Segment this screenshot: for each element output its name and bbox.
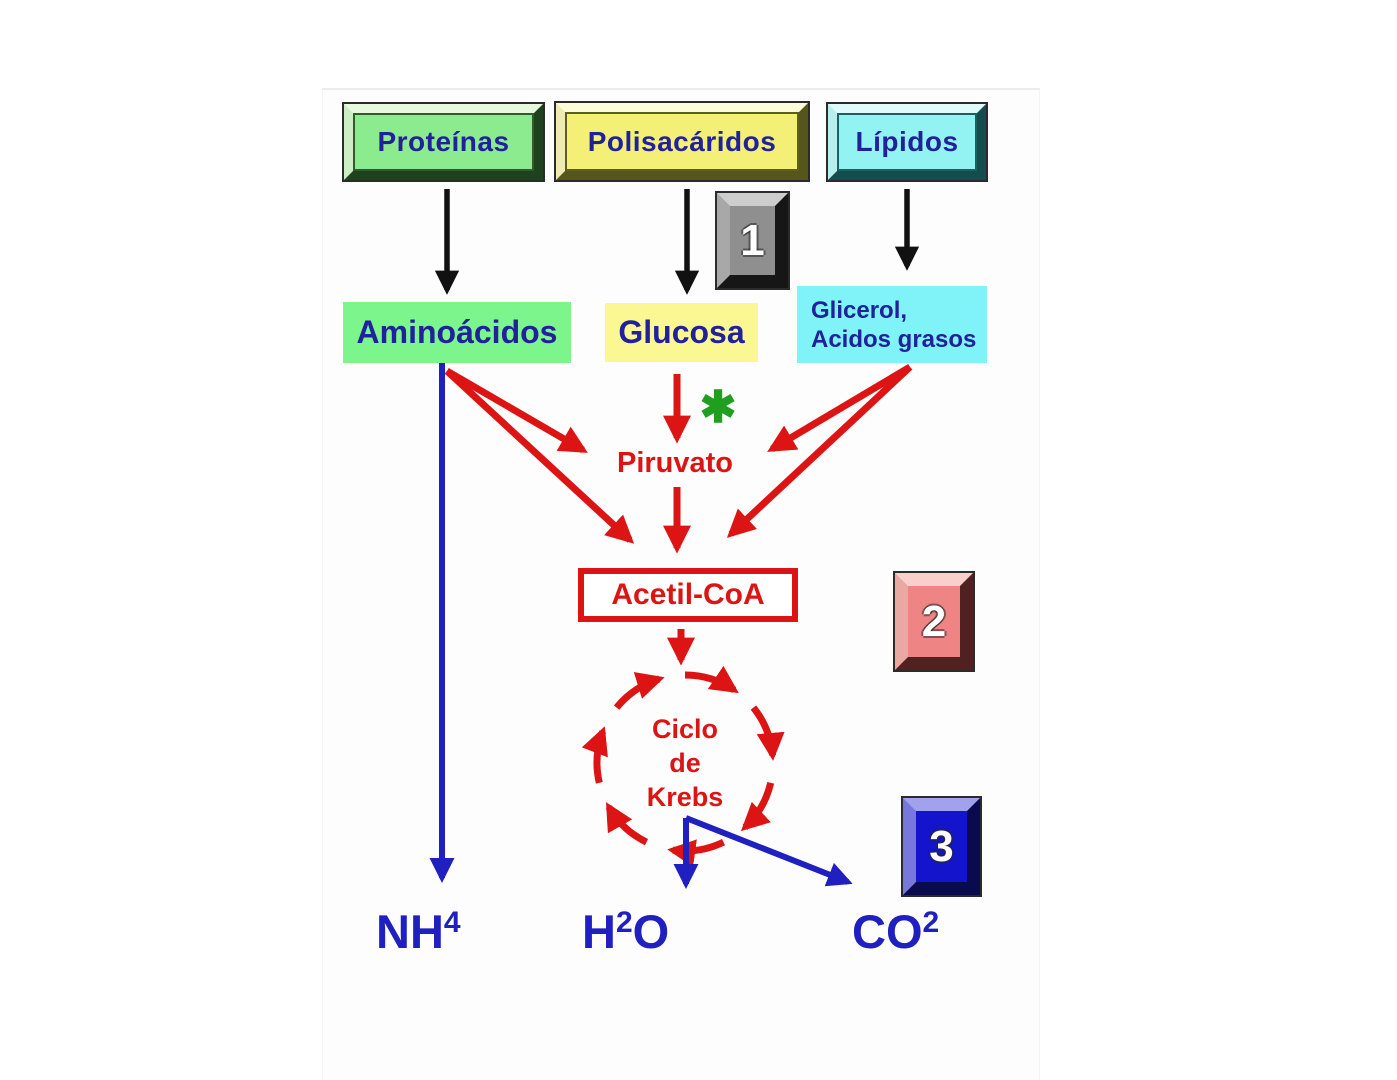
- krebs-arc-2: [750, 705, 785, 761]
- box-polisacaridos: Polisacáridos: [554, 101, 810, 182]
- arrow-aminoacidos-to-piruvato: [445, 367, 588, 454]
- krebs-line2: de: [669, 748, 701, 778]
- arrow-krebs-to-co2: [684, 815, 853, 887]
- arrow-aminoacidos-to-acetilcoa: [444, 368, 635, 544]
- step-3-plaque: 3: [901, 796, 982, 897]
- h2o-o: O: [632, 905, 670, 958]
- step-2-plaque: 2: [893, 571, 975, 672]
- krebs-line1: Ciclo: [651, 714, 718, 744]
- krebs-arc-5: [605, 802, 649, 846]
- step-1-plaque: 1: [715, 191, 790, 290]
- glicerol-line1: Glicerol,: [811, 296, 908, 324]
- box-glicerol-acidos-grasos: Glicerol, Acidos grasos: [797, 286, 987, 363]
- step-3-number: 3: [929, 821, 954, 871]
- krebs-arc-3: [740, 781, 775, 832]
- box-aminoacidos: Aminoácidos: [343, 302, 571, 363]
- krebs-line3: Krebs: [646, 782, 724, 812]
- krebs-arc-6: [581, 726, 608, 784]
- proteinas-label: Proteínas: [377, 126, 510, 157]
- asterisk-glyph: ✱: [699, 383, 737, 432]
- glucosa-label: Glucosa: [618, 314, 745, 350]
- piruvato-text: Piruvato: [616, 446, 734, 479]
- nh4-base: NH: [376, 905, 444, 958]
- glicerol-line2: Acidos grasos: [811, 325, 977, 353]
- box-acetil-coa: Acetil-CoA: [578, 568, 798, 622]
- co2-subscript: 2: [922, 906, 940, 939]
- arrow-glicerol-to-piruvato: [767, 363, 912, 453]
- co2-base: CO: [852, 905, 923, 958]
- krebs-arc-1: [684, 665, 739, 694]
- piruvato-label: Piruvato: [605, 446, 745, 480]
- arrow-glicerol-to-acetilcoa: [726, 364, 913, 538]
- box-lipidos: Lípidos: [826, 102, 988, 182]
- krebs-cycle-circle: [581, 665, 785, 868]
- acetil-coa-label: Acetil-CoA: [611, 578, 765, 611]
- polisacaridos-label: Polisacáridos: [587, 125, 777, 157]
- h2o-h: H: [582, 905, 616, 958]
- box-proteinas: Proteínas: [342, 102, 545, 182]
- h2o-subscript: 2: [615, 906, 633, 939]
- krebs-arc-7: [613, 672, 665, 710]
- nh4-subscript: 4: [443, 906, 461, 939]
- lipidos-label: Lípidos: [855, 126, 959, 157]
- box-glucosa: Glucosa: [605, 303, 758, 362]
- aminoacidos-label: Aminoácidos: [356, 314, 558, 350]
- step-1-number: 1: [740, 215, 765, 265]
- step-2-number: 2: [921, 596, 947, 646]
- glicerol-label: Glicerol, Acidos grasos: [797, 296, 987, 354]
- krebs-arc-4: [667, 838, 726, 868]
- krebs-cycle-label: Ciclo de Krebs: [625, 708, 745, 818]
- asterisk-icon: ✱: [696, 386, 740, 430]
